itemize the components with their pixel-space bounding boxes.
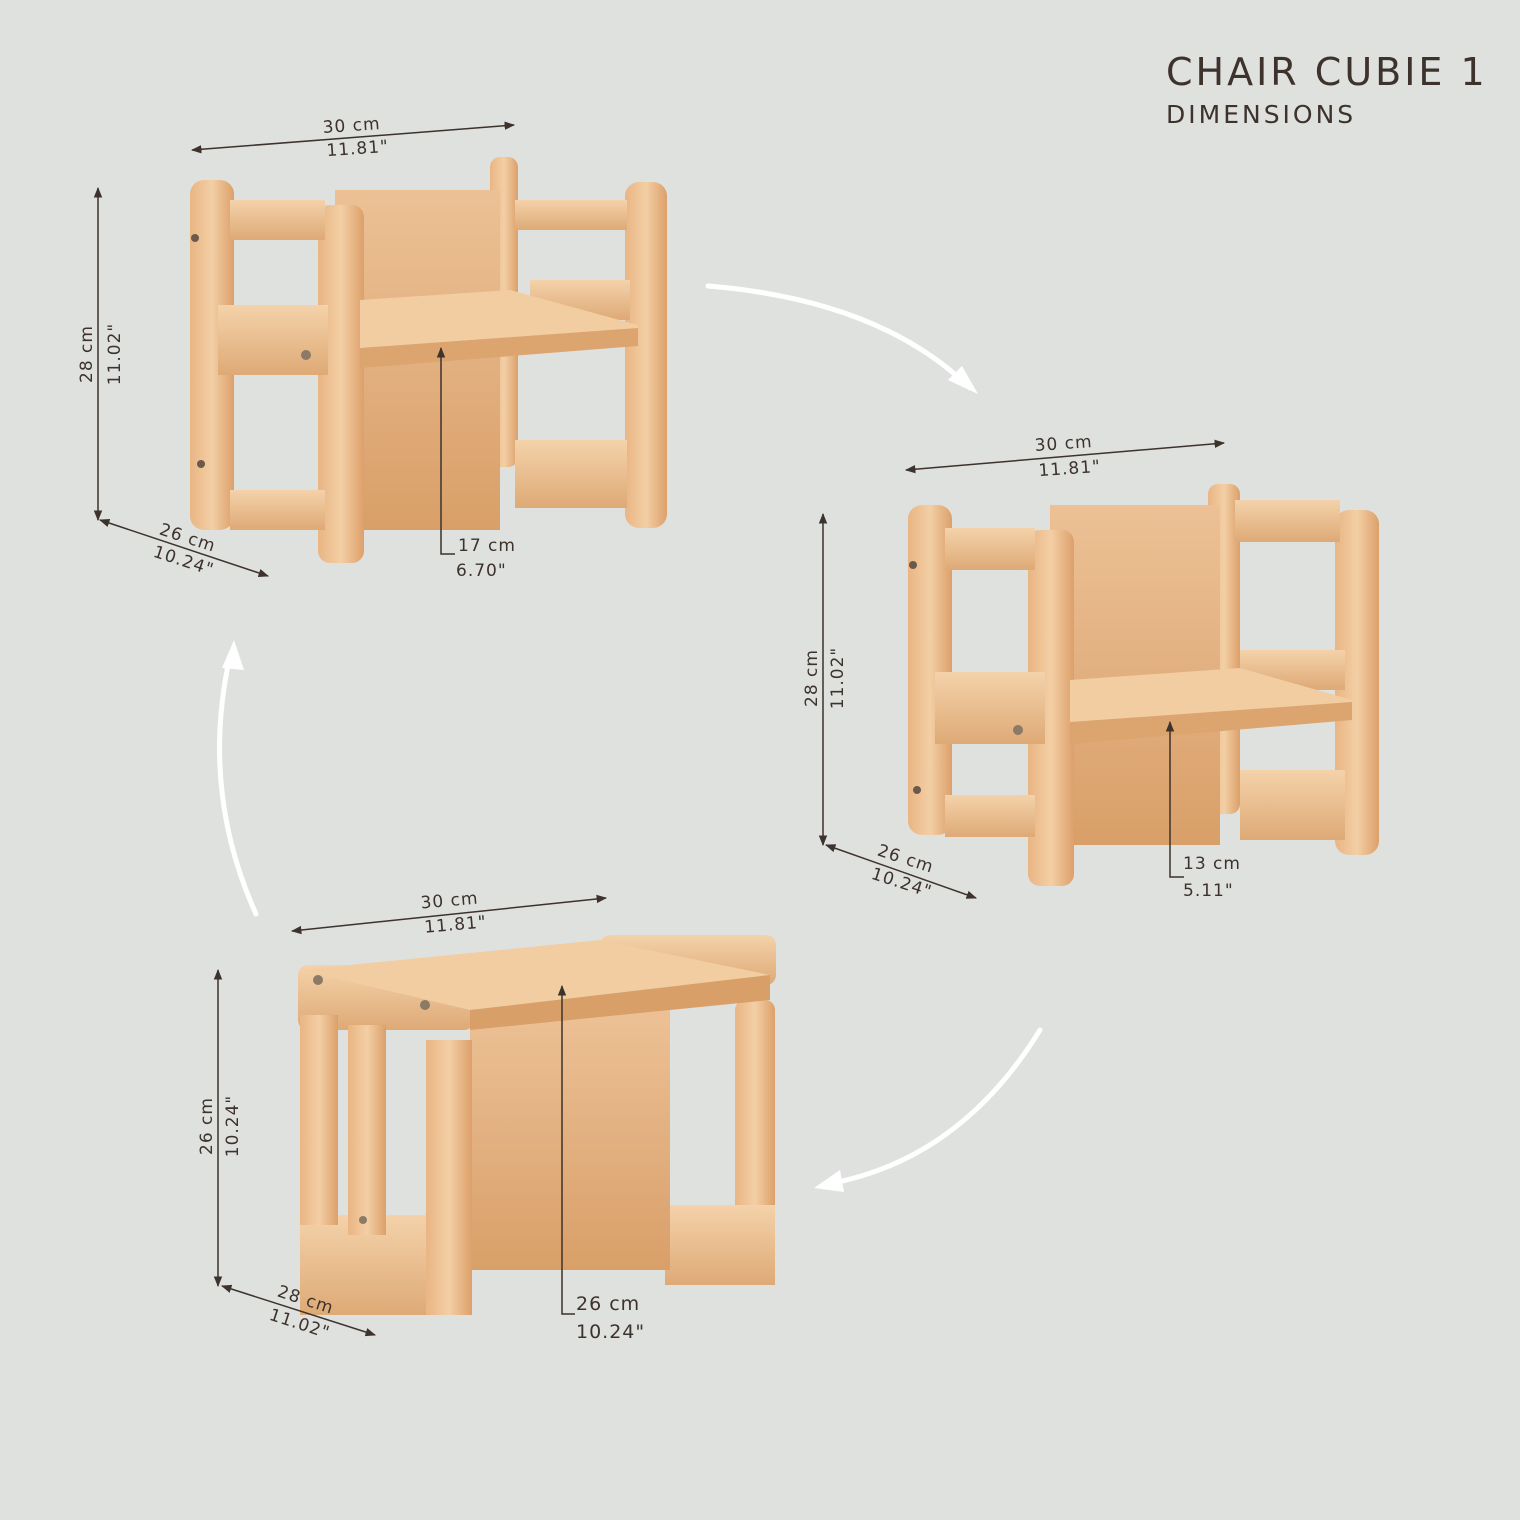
chair2-width-cm: 30 cm	[1034, 432, 1093, 456]
chair3-top-height-cm: 26 cm	[576, 1293, 640, 1315]
chair3-height-in: 10.24"	[223, 1095, 243, 1158]
chair2-height-in: 11.02"	[828, 647, 848, 710]
chair3-top-height-in: 10.24"	[576, 1321, 645, 1343]
diagram-title: CHAIR CUBIE 1	[1166, 50, 1488, 94]
chair1-seat-height-cm: 17 cm	[458, 536, 516, 556]
cycle-arrow-top-right	[705, 283, 973, 391]
chair-low-seat-illustration	[908, 484, 1379, 886]
chair-high-seat-illustration	[190, 157, 667, 563]
cycle-arrow-left	[217, 653, 259, 917]
diagram-subtitle: DIMENSIONS	[1166, 100, 1357, 129]
chair1-seat-height-in: 6.70"	[456, 561, 507, 581]
chair-table-illustration	[298, 935, 776, 1315]
chair3-width-cm: 30 cm	[420, 889, 479, 914]
chair2-height-cm: 28 cm	[802, 649, 822, 707]
chair1-width-cm: 30 cm	[322, 114, 381, 138]
chair2-seat-height-in: 5.11"	[1183, 881, 1234, 901]
chair2-width-in: 11.81"	[1038, 457, 1102, 481]
chair3-width-in: 11.81"	[424, 912, 488, 937]
cycle-arrow-bottom-right	[825, 1027, 1043, 1187]
chair1-height-cm: 28 cm	[77, 325, 97, 383]
chair2-seat-height-cm: 13 cm	[1183, 854, 1241, 874]
chair1-height-in: 11.02"	[105, 323, 125, 386]
dimension-lines	[93, 121, 1226, 1337]
chair3-height-cm: 26 cm	[197, 1097, 217, 1155]
chair1-width-in: 11.81"	[326, 137, 390, 161]
